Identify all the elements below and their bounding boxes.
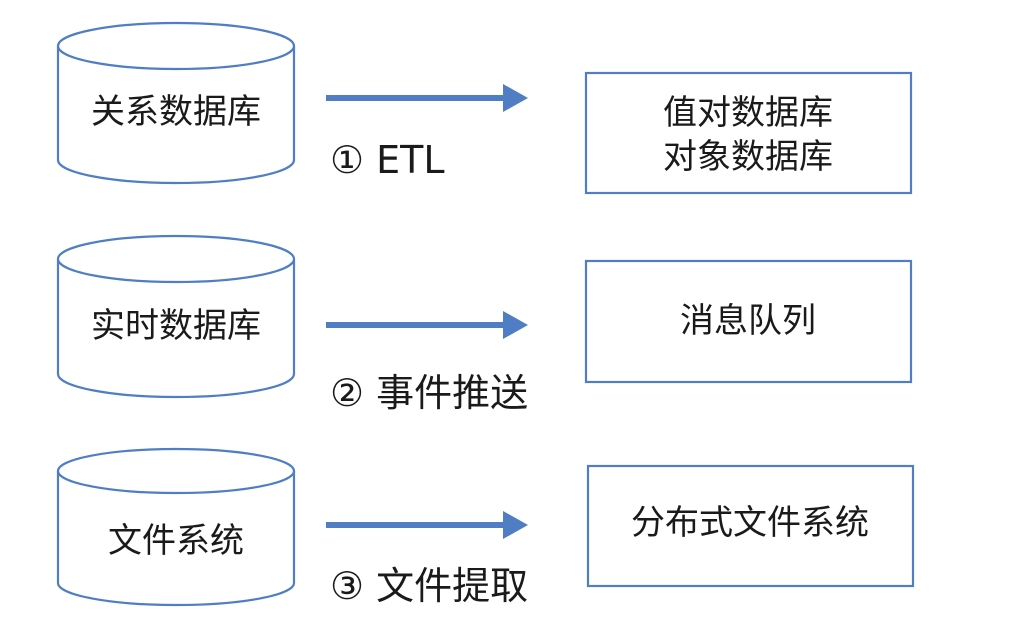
cylinder-top [56, 447, 296, 495]
target-label-line-2: 对象数据库 [663, 137, 833, 177]
target-store-box: 分布式文件系统 [586, 464, 915, 588]
target-box [584, 71, 913, 195]
flow-step-label: ② 事件推送 [330, 371, 528, 415]
flow-arrow [326, 84, 528, 112]
flow-row-3: 文件系统 ③ 文件提取 分布式文件系统 [56, 447, 915, 608]
source-label: 实时数据库 [91, 306, 261, 346]
flow-arrow [326, 311, 528, 339]
target-box [586, 464, 915, 588]
source-label: 文件系统 [108, 521, 244, 561]
target-box [584, 259, 913, 384]
cylinder-body [56, 46, 296, 185]
arrow-head [503, 511, 528, 539]
source-label: 关系数据库 [91, 92, 261, 132]
arrow-head [503, 311, 528, 339]
flow-row-2: 实时数据库 ② 事件推送 消息队列 [56, 234, 913, 415]
arrow-head [503, 84, 528, 112]
flow-arrow [326, 511, 528, 539]
target-label-line-1: 值对数据库 [663, 93, 833, 133]
flow-step-label: ③ 文件提取 [330, 564, 528, 608]
target-label-line-1: 消息队列 [680, 301, 816, 341]
cylinder-body [56, 471, 296, 607]
target-label-line-1: 分布式文件系统 [631, 503, 869, 543]
cylinder-body [56, 259, 296, 399]
cylinder-top [56, 234, 296, 284]
target-store-box: 值对数据库 对象数据库 [584, 71, 913, 195]
cylinder-top [56, 21, 296, 71]
flow-row-1: 关系数据库 ① ETL 值对数据库 对象数据库 [56, 21, 913, 195]
target-store-box: 消息队列 [584, 259, 913, 384]
source-database-cylinder: 实时数据库 [56, 234, 296, 399]
source-filesystem-cylinder: 文件系统 [56, 447, 296, 607]
flow-step-label: ① ETL [330, 138, 445, 182]
source-database-cylinder: 关系数据库 [56, 21, 296, 185]
